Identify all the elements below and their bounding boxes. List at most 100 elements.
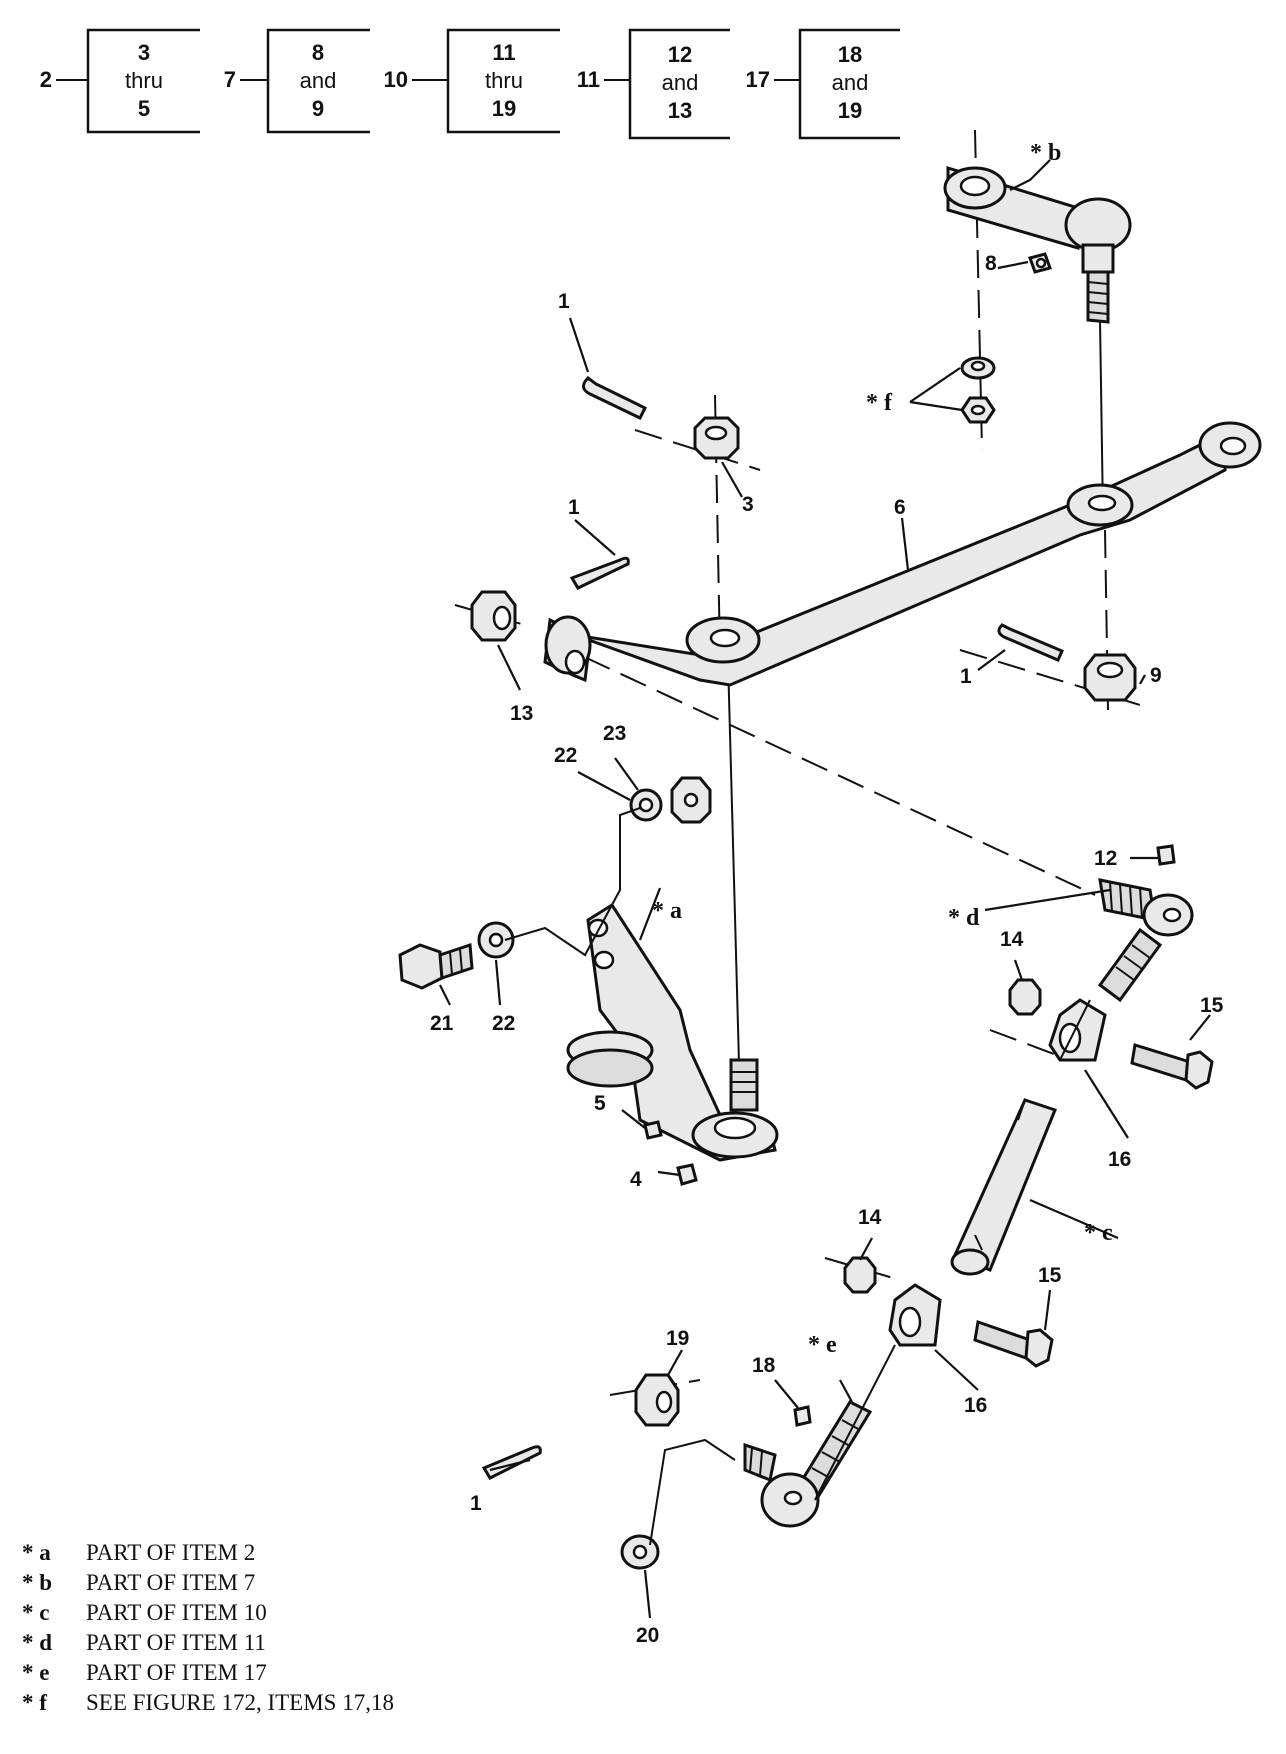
assembly-line-outer <box>649 1438 736 1546</box>
tie-rod-end-d <box>1097 878 1194 1003</box>
legend-key: * e <box>22 1660 50 1685</box>
grease-fitting-5 <box>643 1120 663 1140</box>
callout-1: 1 <box>470 1492 482 1515</box>
legend-text: PART OF ITEM 10 <box>86 1600 267 1625</box>
callout-14: 14 <box>1000 928 1024 951</box>
header-mid: and <box>832 70 869 95</box>
nut-14b <box>843 1256 877 1294</box>
header-mid: thru <box>125 68 163 93</box>
cotter-pin-1b <box>569 556 630 590</box>
cotter-pin-1c <box>997 623 1064 662</box>
assembly-line-pitman <box>504 807 641 957</box>
header-group-5: 17 18 and 19 <box>746 28 900 140</box>
legend-key: * c <box>22 1600 50 1625</box>
header-lead: 2 <box>40 67 52 92</box>
centerline-outer-rod <box>814 1344 896 1501</box>
star-label-a: * a <box>652 898 682 924</box>
star-labels: * b * f * a * d * c * e <box>652 140 1113 1358</box>
header-bottom: 13 <box>668 98 692 123</box>
header-group-4: 11 12 and 13 <box>577 28 730 140</box>
header-lead: 17 <box>746 67 770 92</box>
callout-23: 23 <box>603 722 626 745</box>
legend-row: * f SEE FIGURE 172, ITEMS 17,18 <box>22 1688 582 1718</box>
callout-1: 1 <box>960 665 972 688</box>
header-group-1: 2 3 thru 5 <box>40 28 200 134</box>
centerline-cotter-9 <box>959 649 1141 706</box>
legend-row: * b PART OF ITEM 7 <box>22 1568 582 1598</box>
header-top: 8 <box>312 40 324 65</box>
castle-nut-19 <box>634 1373 680 1427</box>
idler-arm <box>943 165 1132 324</box>
centerline-tierod-d <box>547 639 1096 896</box>
header-mid: thru <box>485 68 523 93</box>
star-label-e: * e <box>808 1332 837 1358</box>
callout-4: 4 <box>630 1168 642 1191</box>
callout-15: 15 <box>1200 994 1224 1017</box>
callout-6: 6 <box>894 496 906 519</box>
callout-20: 20 <box>636 1624 659 1647</box>
legend-key: * f <box>22 1690 47 1715</box>
header-lead: 11 <box>577 67 600 92</box>
legend-text: PART OF ITEM 17 <box>86 1660 267 1685</box>
centerline-inner-rod <box>1059 999 1091 1061</box>
centerline-idler-stud <box>1099 319 1104 516</box>
bolt-21 <box>398 942 474 990</box>
grease-fitting-4 <box>676 1163 698 1186</box>
castle-nut-3 <box>693 416 740 460</box>
grease-fitting-12 <box>1156 844 1176 866</box>
callout-5: 5 <box>594 1092 606 1115</box>
legend-key: * a <box>22 1540 51 1565</box>
pitman-stud <box>729 1058 759 1112</box>
header-bottom: 5 <box>138 96 150 121</box>
header-bottom: 19 <box>838 98 862 123</box>
castle-nut-9 <box>1083 653 1137 702</box>
callout-21: 21 <box>430 1012 454 1035</box>
bolt-15b <box>973 1320 1054 1368</box>
callout-14: 14 <box>858 1206 882 1229</box>
legend-text: PART OF ITEM 7 <box>86 1570 256 1595</box>
header-top: 3 <box>138 40 150 65</box>
callout-8: 8 <box>985 252 997 275</box>
centerline-bolt-15b <box>824 1257 901 1281</box>
nut-23 <box>670 776 712 824</box>
callout-3: 3 <box>742 493 754 516</box>
header-mid: and <box>662 70 699 95</box>
callout-9: 9 <box>1150 664 1162 687</box>
header-group-3: 10 11 thru 19 <box>384 28 560 134</box>
star-label-b: * b <box>1030 140 1061 166</box>
callout-1: 1 <box>568 496 580 519</box>
callout-18: 18 <box>752 1354 776 1377</box>
callouts: 1 1 1 1 3 4 5 6 8 9 12 13 14 14 15 15 16… <box>430 252 1224 1647</box>
washer-22b <box>629 788 663 822</box>
washers-f <box>960 356 996 424</box>
header-top: 11 <box>492 40 515 65</box>
header-group-2: 7 8 and 9 <box>224 28 370 134</box>
callout-1: 1 <box>558 290 570 313</box>
legend-key: * b <box>22 1570 53 1595</box>
legend-row: * e PART OF ITEM 17 <box>22 1658 582 1688</box>
leader-lines <box>439 159 1211 1619</box>
callout-12: 12 <box>1094 847 1117 870</box>
cotter-pin-1a <box>582 376 648 420</box>
callout-16: 16 <box>1108 1148 1131 1171</box>
adjuster-tube-c <box>950 1098 1057 1276</box>
header-bottom: 9 <box>312 96 324 121</box>
header-top: 12 <box>668 42 692 67</box>
legend-row: * c PART OF ITEM 10 <box>22 1598 582 1628</box>
nut-14a <box>1008 978 1042 1016</box>
castle-nut-13 <box>470 590 517 642</box>
cotter-pin-1d <box>481 1445 542 1480</box>
legend-text: SEE FIGURE 172, ITEMS 17,18 <box>86 1690 394 1715</box>
clamp-16b <box>888 1283 942 1347</box>
washer-22a <box>477 921 515 959</box>
header-lead: 7 <box>224 67 236 92</box>
grease-fitting-8 <box>1028 252 1052 274</box>
header-mid: and <box>300 68 337 93</box>
callout-16: 16 <box>964 1394 987 1417</box>
pitman-arm <box>566 902 779 1162</box>
washer-20 <box>620 1534 660 1570</box>
legend-key: * d <box>22 1630 53 1655</box>
